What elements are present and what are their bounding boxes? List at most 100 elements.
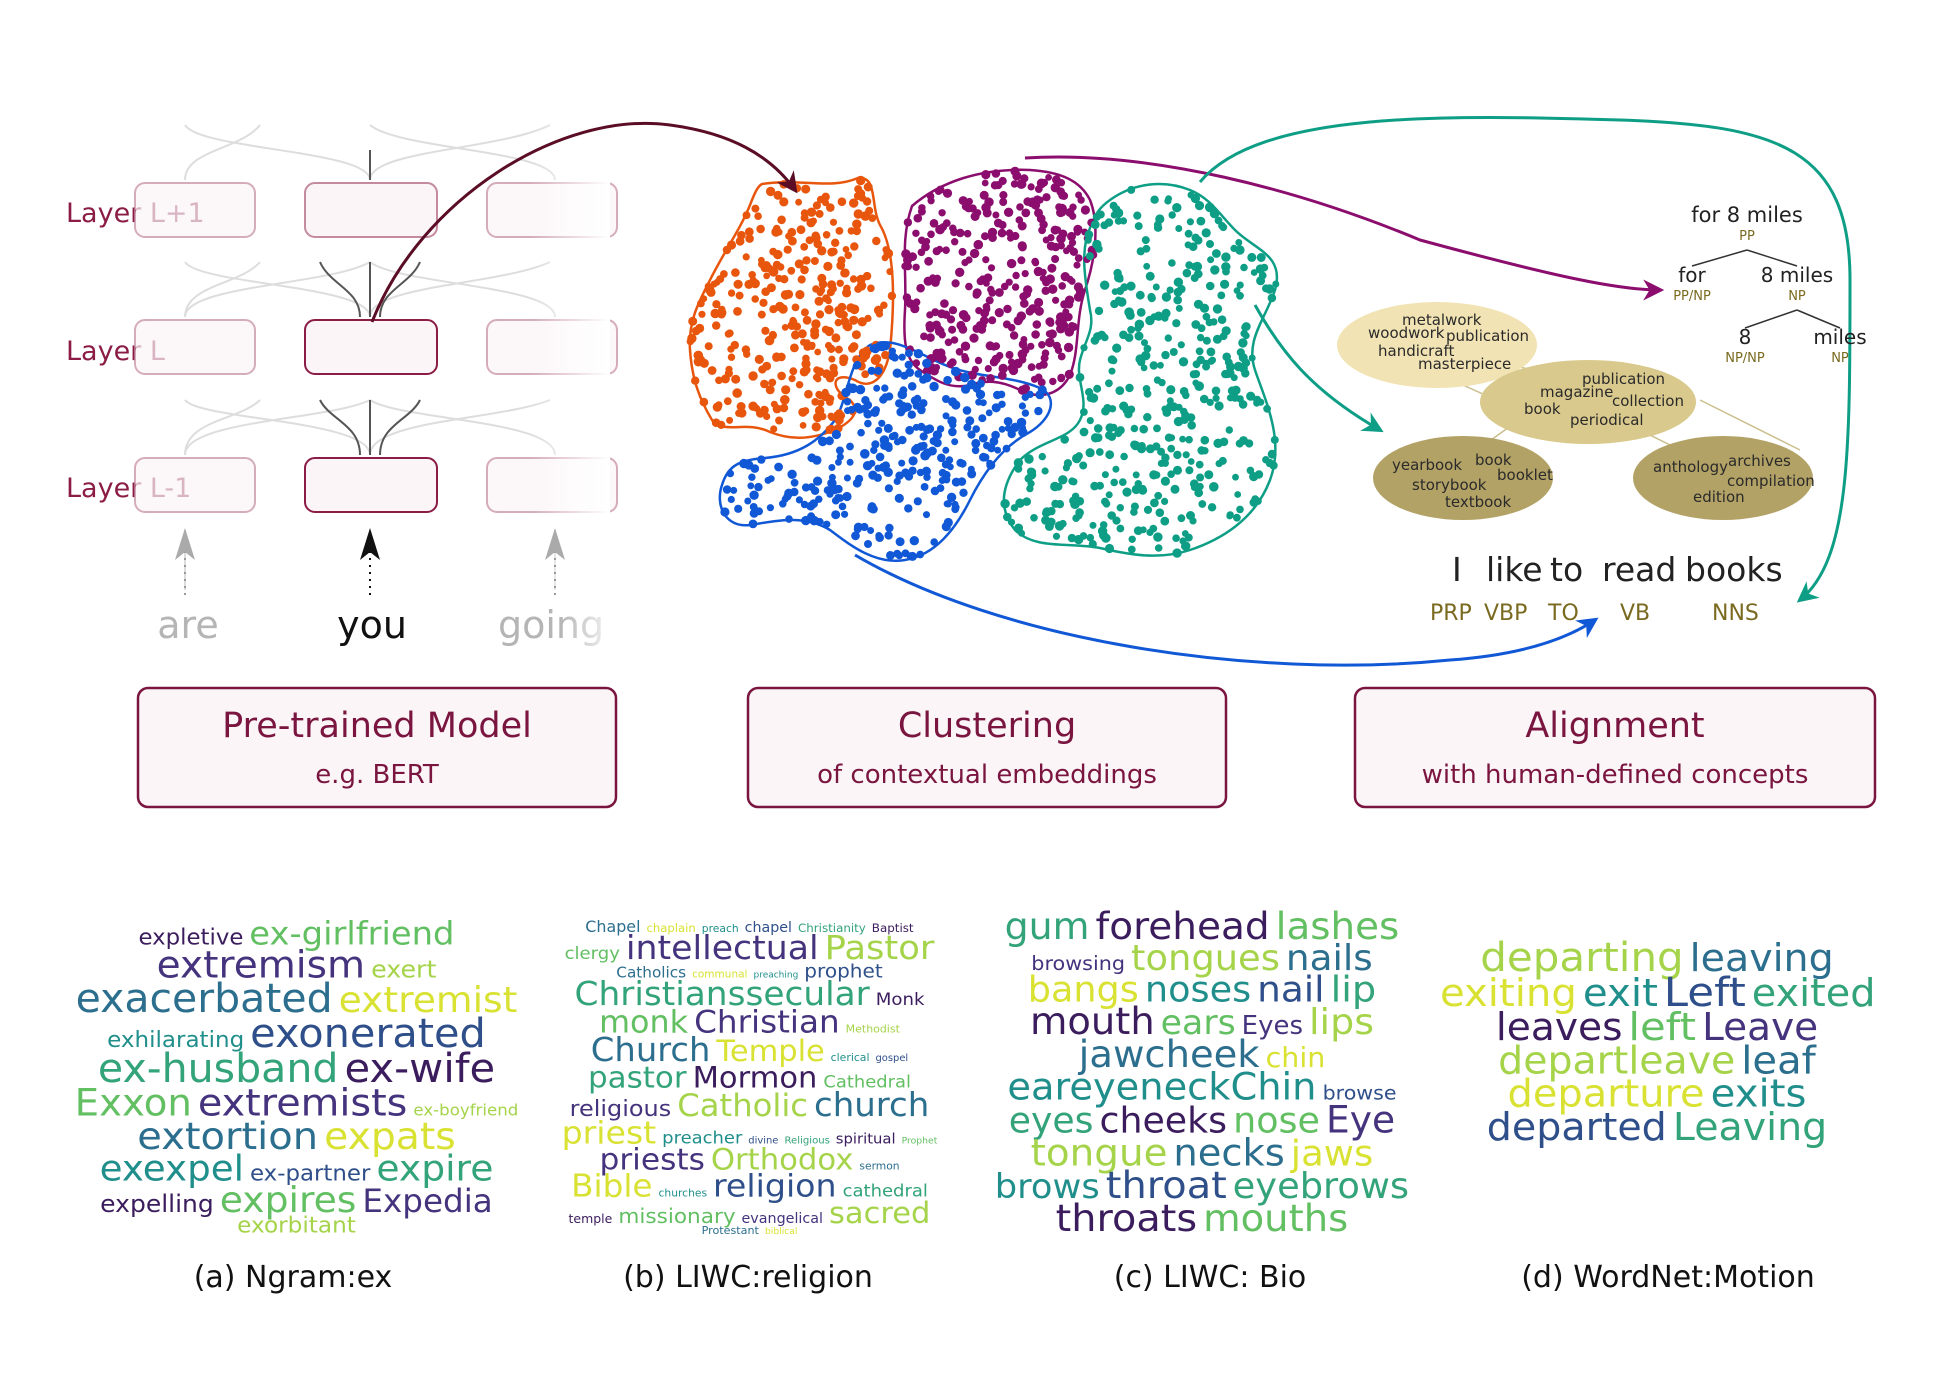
cluster-dot-purple: [942, 188, 953, 198]
cluster-dot-orange: [811, 422, 821, 432]
cluster-dot-teal: [1161, 350, 1170, 360]
cluster-dot-blue: [828, 473, 836, 481]
cluster-dot-orange: [815, 390, 823, 399]
cluster-dot-teal: [1141, 351, 1151, 361]
cluster-dot-orange: [842, 288, 852, 298]
cluster-dot-teal: [1028, 467, 1037, 476]
cluster-dot-orange: [698, 310, 706, 318]
cluster-dot-teal: [1234, 491, 1242, 498]
cluster-dot-teal: [1190, 274, 1199, 282]
cluster-dot-teal: [1113, 268, 1122, 278]
cluster-dot-blue: [942, 395, 950, 403]
cluster-dot-teal: [1220, 279, 1230, 289]
cluster-dot-orange: [797, 275, 806, 284]
cluster-dot-blue: [1016, 417, 1027, 428]
cluster-dot-teal: [1226, 394, 1235, 402]
cluster-dot-blue: [890, 431, 899, 440]
arrow-model-to-cluster: [370, 122, 798, 323]
cluster-dot-teal: [1015, 498, 1025, 508]
cluster-dot-teal: [1153, 376, 1162, 384]
cluster-dot-teal: [1168, 259, 1176, 267]
cluster-dot-orange: [699, 358, 709, 368]
cluster-dot-blue: [748, 519, 758, 529]
cluster-dot-purple: [1031, 330, 1040, 339]
cluster-dot-teal: [1067, 533, 1077, 543]
cluster-dot-blue: [881, 384, 889, 392]
wordcloud-word: lip: [1331, 969, 1377, 1010]
cluster-dot-orange: [802, 256, 811, 265]
cluster-dot-blue: [843, 398, 852, 406]
cluster-dot-orange: [806, 207, 817, 217]
tree-rl-tag: NP/NP: [1725, 351, 1765, 366]
cluster-dot-teal: [1105, 450, 1115, 460]
cluster-dot-teal: [1143, 262, 1151, 270]
cluster-dot-teal: [1154, 491, 1163, 500]
cluster-dot-teal: [1191, 320, 1201, 329]
wordcloud-word: browse: [1323, 1082, 1397, 1105]
cluster-dot-orange: [861, 370, 870, 379]
cluster-dot-teal: [1104, 543, 1115, 554]
caption-c: (c) LIWC: Bio: [1114, 1260, 1307, 1295]
cluster-dot-orange: [783, 245, 792, 254]
cluster-dot-purple: [1049, 377, 1057, 386]
cluster-dot-blue: [904, 504, 913, 513]
cluster-dot-blue: [727, 495, 735, 504]
cluster-dot-teal: [1139, 484, 1147, 492]
cluster-dot-purple: [925, 321, 935, 330]
cluster-dot-purple: [1042, 193, 1051, 202]
cluster-dot-teal: [1003, 512, 1012, 522]
cluster-dot-orange: [712, 300, 721, 309]
wordcloud-word: priests: [600, 1143, 705, 1177]
cluster-dot-blue: [744, 497, 752, 505]
cluster-dot-purple: [981, 170, 991, 180]
cluster-dot-orange: [860, 211, 871, 221]
arrow-purple-to-tree: [1024, 155, 1665, 301]
cluster-dot-blue: [1018, 402, 1026, 410]
wordcloud-word: exits: [1711, 1072, 1807, 1116]
cluster-dot-blue: [851, 531, 860, 541]
cluster-dot-teal: [1104, 218, 1114, 227]
cluster-dot-blue: [842, 491, 852, 502]
cluster-dot-purple: [1032, 320, 1042, 329]
cluster-dot-purple: [984, 365, 992, 373]
cluster-dot-teal: [1170, 484, 1180, 494]
onto-top-3: handicraft: [1378, 342, 1455, 360]
cluster-dot-teal: [1172, 319, 1181, 328]
cluster-dot-blue: [979, 399, 987, 407]
cluster-dot-teal: [1179, 387, 1189, 396]
cluster-dot-blue: [957, 477, 967, 486]
wordcloud-word: expire: [376, 1149, 493, 1190]
cluster-dot-purple: [1073, 292, 1084, 302]
cluster-dot-blue: [905, 425, 914, 435]
cluster-dot-teal: [1235, 245, 1245, 255]
cluster-dot-teal: [1247, 252, 1257, 262]
cluster-dot-teal: [1225, 426, 1234, 434]
cluster-dot-blue: [976, 379, 985, 388]
cluster-dot-teal: [1194, 236, 1203, 245]
wordcloud-word: departleave: [1498, 1038, 1735, 1082]
cluster-dot-purple: [995, 288, 1004, 297]
ellipse-mid: [1480, 360, 1696, 444]
cluster-dot-orange: [777, 371, 786, 381]
cluster-dot-orange: [817, 273, 827, 283]
cluster-dot-orange: [822, 294, 831, 303]
cluster-dot-purple: [1064, 295, 1075, 305]
cluster-dot-orange: [795, 198, 802, 206]
cluster-dot-orange: [850, 242, 859, 251]
cluster-dot-orange: [836, 279, 844, 287]
cluster-dot-purple: [965, 197, 974, 206]
cluster-dot-orange: [852, 226, 861, 236]
onto-mid-2: collection: [1612, 392, 1684, 410]
cluster-dot-purple: [988, 233, 997, 242]
wordcloud-word: Leaving: [1673, 1105, 1827, 1149]
cluster-dot-purple: [1016, 316, 1024, 323]
cluster-dot-teal: [1262, 456, 1270, 464]
cluster-dot-orange: [834, 345, 843, 354]
wordcloud-word: expires: [220, 1180, 357, 1221]
cluster-dot-teal: [1112, 343, 1122, 353]
cluster-dot-blue: [904, 349, 913, 358]
cluster-dot-teal: [1150, 195, 1159, 204]
cluster-dot-teal: [1202, 312, 1211, 321]
cluster-dot-teal: [1164, 334, 1173, 342]
